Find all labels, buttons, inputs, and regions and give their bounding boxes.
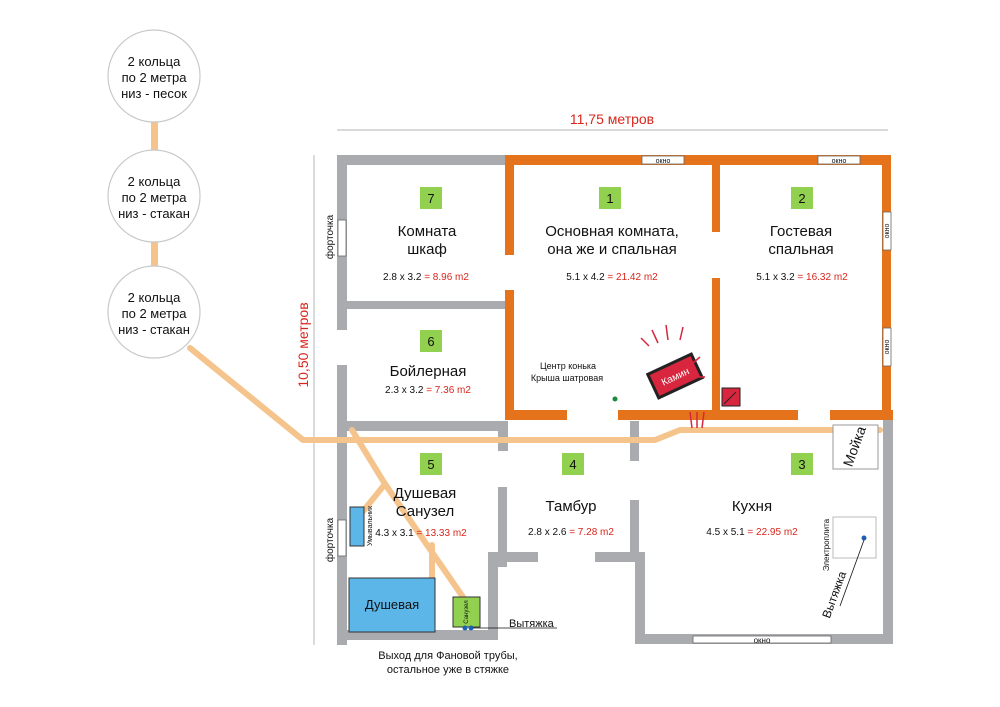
room-2-number-badge xyxy=(791,187,813,209)
toilet: Санузел xyxy=(452,596,481,628)
roof-ridge-center: Центр конька Крыша шатровая xyxy=(531,361,618,402)
drain-outlet-icon xyxy=(462,625,474,631)
dimension-height: 10,50 метров xyxy=(295,155,315,645)
room-7-name-1: Комната xyxy=(398,223,457,240)
room-4: 4 Тамбур 2.8 x 2.6 = 7.28 m2 xyxy=(528,453,614,538)
ring-2-line3: низ - стакан xyxy=(118,206,190,221)
svg-text:окно: окно xyxy=(832,158,847,165)
window-top-2: окно xyxy=(817,155,861,165)
window-bottom: окно xyxy=(692,635,832,645)
window-top-1: окно xyxy=(641,155,685,165)
fireplace-heat-rays-icon xyxy=(640,324,705,429)
room-7-number-badge xyxy=(420,187,442,209)
room-1-area: 5.1 x 4.2 = 21.42 m2 xyxy=(566,272,658,283)
svg-text:окно: окно xyxy=(884,224,891,239)
room-7: 7 Комната шкаф 2.8 x 3.2 = 8.96 m2 xyxy=(383,187,469,283)
room-2-area: 5.1 x 3.2 = 16.32 m2 xyxy=(756,272,848,283)
ridge-label-1: Центр конька xyxy=(540,361,596,371)
room-4-number-badge xyxy=(562,453,584,475)
drain-label-2: остальное уже в стяжке xyxy=(387,664,509,676)
septic-ring-3: 2 кольца по 2 метра низ - стакан xyxy=(107,265,201,359)
sink: Мойка xyxy=(832,424,879,470)
room-7-name-2: шкаф xyxy=(407,241,447,258)
vent-window-bottom: форточка xyxy=(324,517,347,562)
stove-label: Электроплита xyxy=(822,518,831,571)
room-4-number: 4 xyxy=(569,457,576,472)
room-2-name-2: спальная xyxy=(768,241,833,258)
svg-text:окно: окно xyxy=(754,636,771,645)
svg-text:окно: окно xyxy=(656,158,671,165)
room-3: 3 Кухня 4.5 x 5.1 = 22.95 m2 xyxy=(706,453,813,538)
room-2-number: 2 xyxy=(798,191,805,206)
sewer-pipes xyxy=(187,345,883,603)
kitchen-fixtures: Мойка Электроплита Вытяжка xyxy=(819,424,879,620)
room-4-area: 2.8 x 2.6 = 7.28 m2 xyxy=(528,527,614,538)
septic-ring-2: 2 кольца по 2 метра низ - стакан xyxy=(107,149,201,243)
room-5-area: 4.3 x 3.1 = 13.33 m2 xyxy=(375,528,467,539)
drain-label-1: Выход для Фановой трубы, xyxy=(378,650,517,662)
room-7-number: 7 xyxy=(427,191,434,206)
septic-rings: 2 кольца по 2 метра низ - песок 2 кольца… xyxy=(107,29,201,359)
room-7-area: 2.8 x 3.2 = 8.96 m2 xyxy=(383,272,469,283)
heated-walls xyxy=(505,155,893,420)
ring-1-line1: 2 кольца xyxy=(128,54,181,69)
kitchen-hood-label: Вытяжка xyxy=(819,569,849,620)
washbasin-label: Умывальник xyxy=(367,505,374,546)
window-right-1: окно xyxy=(882,211,892,251)
room-1-number-badge xyxy=(599,187,621,209)
room-3-area: 4.5 x 5.1 = 22.95 m2 xyxy=(706,527,798,538)
bathroom-fixtures: Умывальник Душевая Санузел Вытяжка Выход… xyxy=(348,505,557,676)
room-5-number: 5 xyxy=(427,457,434,472)
room-4-name: Тамбур xyxy=(546,498,597,515)
fireplace: Камин xyxy=(640,324,741,429)
ridge-label-2: Крыша шатровая xyxy=(531,373,603,383)
room-1-name-1: Основная комната, xyxy=(545,223,679,240)
room-2: 2 Гостевая спальная 5.1 x 3.2 = 16.32 m2 xyxy=(756,187,848,283)
ring-3-line2: по 2 метра xyxy=(122,306,188,321)
room-6-name: Бойлерная xyxy=(390,363,467,380)
dimension-width: 11,75 метров xyxy=(337,111,888,131)
room-6: 6 Бойлерная 2.3 x 3.2 = 7.36 m2 xyxy=(385,330,471,396)
room-5-name-1: Душевая xyxy=(394,485,457,502)
dimension-height-label: 10,50 метров xyxy=(295,302,311,387)
room-3-number-badge xyxy=(791,453,813,475)
dimension-width-label: 11,75 метров xyxy=(570,111,654,127)
room-1: 1 Основная комната, она же и спальная 5.… xyxy=(545,187,679,283)
windows: окно окно окно окно окно форточка форточ… xyxy=(324,155,892,645)
svg-text:форточка: форточка xyxy=(324,517,336,562)
ring-2-line1: 2 кольца xyxy=(128,174,181,189)
svg-text:окно: окно xyxy=(884,340,891,355)
room-3-name: Кухня xyxy=(732,498,772,515)
toilet-label: Санузел xyxy=(464,600,470,624)
room-1-name-2: она же и спальная xyxy=(547,241,677,258)
ridge-point-icon xyxy=(612,396,618,402)
ring-3-line3: низ - стакан xyxy=(118,322,190,337)
room-1-number: 1 xyxy=(606,191,613,206)
bath-hood-label: Вытяжка xyxy=(509,618,555,630)
stove: Электроплита Вытяжка xyxy=(819,516,877,620)
hood-point-icon xyxy=(861,535,867,541)
room-6-number-badge xyxy=(420,330,442,352)
room-5: 5 Душевая Санузел 4.3 x 3.1 = 13.33 m2 xyxy=(375,453,467,539)
ring-1-line3: низ - песок xyxy=(121,86,187,101)
room-3-number: 3 xyxy=(798,457,805,472)
room-2-name-1: Гостевая xyxy=(770,223,832,240)
room-6-area: 2.3 x 3.2 = 7.36 m2 xyxy=(385,385,471,396)
washbasin: Умывальник xyxy=(349,505,374,547)
svg-text:форточка: форточка xyxy=(324,214,336,259)
septic-ring-1: 2 кольца по 2 метра низ - песок xyxy=(107,29,201,123)
ring-2-line2: по 2 метра xyxy=(122,190,188,205)
room-6-number: 6 xyxy=(427,334,434,349)
shower-label: Душевая xyxy=(365,597,419,612)
window-right-2: окно xyxy=(882,327,892,367)
vent-window-top: форточка xyxy=(324,214,347,259)
room-5-number-badge xyxy=(420,453,442,475)
ring-1-line2: по 2 метра xyxy=(122,70,188,85)
shower: Душевая xyxy=(348,577,436,633)
room-5-name-2: Санузел xyxy=(396,503,454,520)
ring-3-line1: 2 кольца xyxy=(128,290,181,305)
